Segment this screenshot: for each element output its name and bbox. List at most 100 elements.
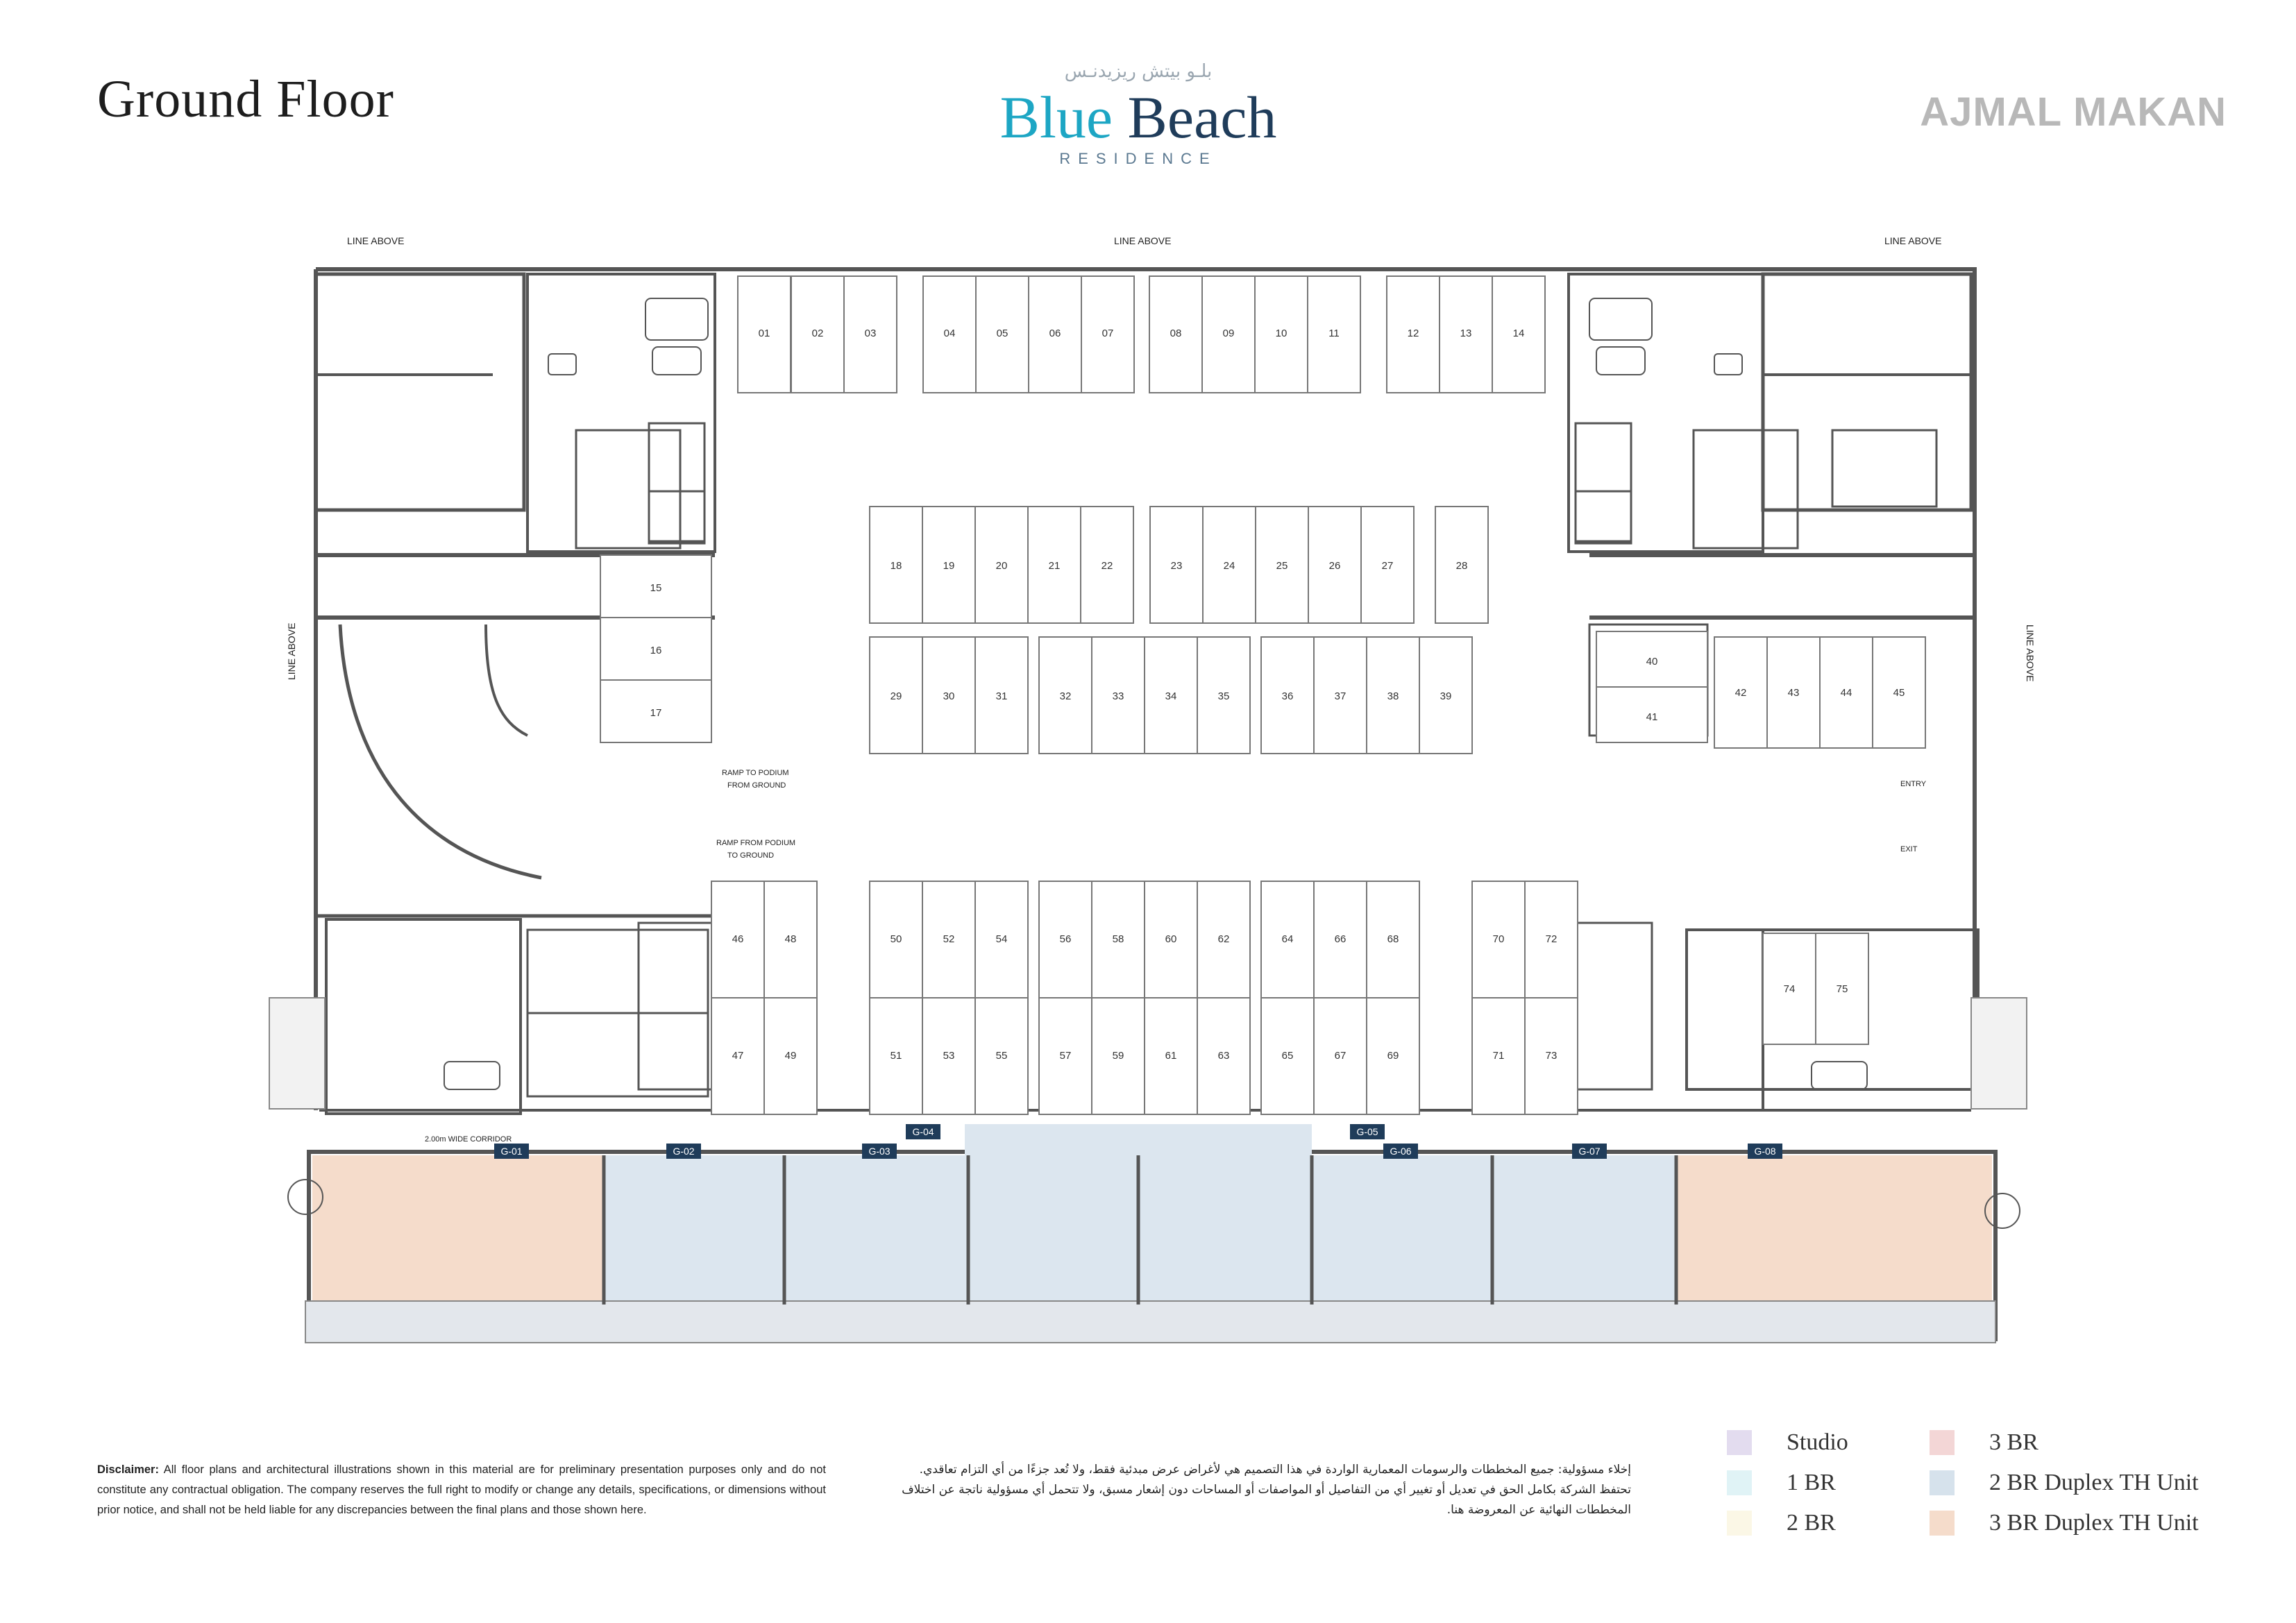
parking-space: 71 [1471, 997, 1526, 1115]
parking-space: 52 [922, 881, 976, 999]
unit-tag-background [1572, 1144, 1607, 1159]
parking-space: 73 [1524, 997, 1578, 1115]
parking-space-outline [1313, 997, 1367, 1115]
legend-label: 2 BR Duplex TH Unit [1989, 1470, 2199, 1495]
parking-space-number: 34 [1165, 690, 1177, 702]
parking-space-outline [1149, 275, 1203, 393]
lobby-furniture [444, 298, 1868, 1090]
parking-space-number: 08 [1170, 328, 1182, 339]
parking-space-outline [1386, 275, 1440, 393]
parking-space: 64 [1260, 881, 1315, 999]
unit-tag: G-01 [494, 1144, 529, 1159]
parking-space-outline [1260, 997, 1315, 1115]
unit-tag: G-06 [1383, 1144, 1418, 1159]
parking-space: 05 [975, 275, 1029, 393]
parking-space: 32 [1038, 636, 1092, 754]
parking-space-outline [1435, 506, 1489, 624]
unit-tag: G-07 [1572, 1144, 1607, 1159]
parking-space-number: 61 [1165, 1050, 1177, 1062]
parking-space-number: 33 [1113, 690, 1124, 702]
parking-space-number: 68 [1387, 933, 1399, 945]
legend-item-2br: 2 BR [1727, 1510, 1836, 1536]
parking-space-number: 23 [1171, 560, 1183, 572]
parking-space-outline [1038, 881, 1092, 999]
parking-space: 69 [1366, 997, 1420, 1115]
parking-space-number: 18 [890, 560, 902, 572]
parking-space-outline [737, 275, 791, 393]
brand-name: Blue Beach [958, 86, 1319, 148]
parking-space-number: 57 [1060, 1050, 1072, 1062]
parking-space: 62 [1197, 881, 1251, 999]
parking-space-number: 47 [732, 1050, 744, 1062]
parking-space-number: 20 [996, 560, 1008, 572]
parking-space-number: 50 [890, 933, 902, 945]
legend-item-1br: 1 BR [1727, 1470, 1836, 1496]
parking-space-outline [763, 997, 818, 1115]
parking-space-number: 21 [1049, 560, 1061, 572]
parking-space-outline [1307, 275, 1361, 393]
disclaimer-arabic: إخلاء مسؤولية: جميع المخططات والرسومات ا… [902, 1463, 1631, 1517]
parking-space-number: 02 [812, 328, 824, 339]
legend-swatch [1727, 1430, 1752, 1455]
unit-tag-background [1383, 1144, 1418, 1159]
parking-space: 04 [922, 275, 977, 393]
parking-space: 44 [1819, 636, 1873, 749]
legend-item-2br-duplex: 2 BR Duplex TH Unit [1930, 1470, 2199, 1496]
unit-tag-label: G-01 [500, 1146, 522, 1157]
parking-space-number: 04 [944, 328, 956, 339]
parking-space-number: 71 [1493, 1050, 1505, 1062]
parking-space-outline [1197, 997, 1251, 1115]
parking-space: 41 [1596, 686, 1708, 743]
parking-space-outline [869, 636, 923, 754]
parking-space-number: 11 [1328, 328, 1340, 339]
parking-space-number: 40 [1646, 656, 1658, 668]
unit-tag: G-03 [862, 1144, 897, 1159]
parking-space-outline [922, 881, 976, 999]
line-above-label: LINE ABOVE [1114, 235, 1171, 246]
parking-space-number: 25 [1276, 560, 1288, 572]
parking-space-number: 43 [1788, 687, 1800, 699]
parking-space-outline [1439, 275, 1493, 393]
parking-space-outline [1596, 686, 1708, 743]
parking-space: 72 [1524, 881, 1578, 999]
parking-space: 54 [974, 881, 1029, 999]
parking-space: 10 [1254, 275, 1308, 393]
parking-space-number: 46 [732, 933, 744, 945]
parking-space-number: 26 [1329, 560, 1341, 572]
parking-space-number: 24 [1224, 560, 1235, 572]
parking-space-outline [1819, 636, 1873, 749]
ramp-down-label-line2: TO GROUND [727, 851, 774, 860]
parking-space-number: 06 [1049, 328, 1061, 339]
parking-space: 61 [1144, 997, 1198, 1115]
legend-swatch [1930, 1511, 1955, 1536]
unit-tag-background [906, 1124, 940, 1139]
parking-space-outline [1197, 881, 1251, 999]
parking-space: 47 [711, 997, 765, 1115]
parking-space-number: 42 [1735, 687, 1747, 699]
line-above-label: LINE ABOVE [1884, 235, 1941, 246]
parking-space-outline [922, 636, 976, 754]
parking-space-number: 10 [1276, 328, 1288, 339]
parking-space-number: 13 [1460, 328, 1472, 339]
parking-space-outline [711, 997, 765, 1115]
parking-space: 25 [1255, 506, 1309, 624]
parking-space: 51 [869, 997, 923, 1115]
parking-space: 56 [1038, 881, 1092, 999]
parking-space-number: 66 [1335, 933, 1347, 945]
parking-space-number: 73 [1546, 1050, 1558, 1062]
parking-space: 18 [869, 506, 923, 624]
unit-tag: G-04 [906, 1124, 940, 1139]
parking-space: 08 [1149, 275, 1203, 393]
legend-swatch [1727, 1511, 1752, 1536]
parking-space: 40 [1596, 631, 1708, 688]
unit-tag-label: G-08 [1754, 1146, 1775, 1157]
page-title: Ground Floor [97, 70, 394, 128]
parking-space-outline [843, 275, 897, 393]
parking-space: 53 [922, 997, 976, 1115]
parking-space-outline [1038, 997, 1092, 1115]
parking-space-outline [1028, 275, 1082, 393]
parking-space: 02 [791, 275, 845, 393]
legend-swatch [1727, 1470, 1752, 1495]
